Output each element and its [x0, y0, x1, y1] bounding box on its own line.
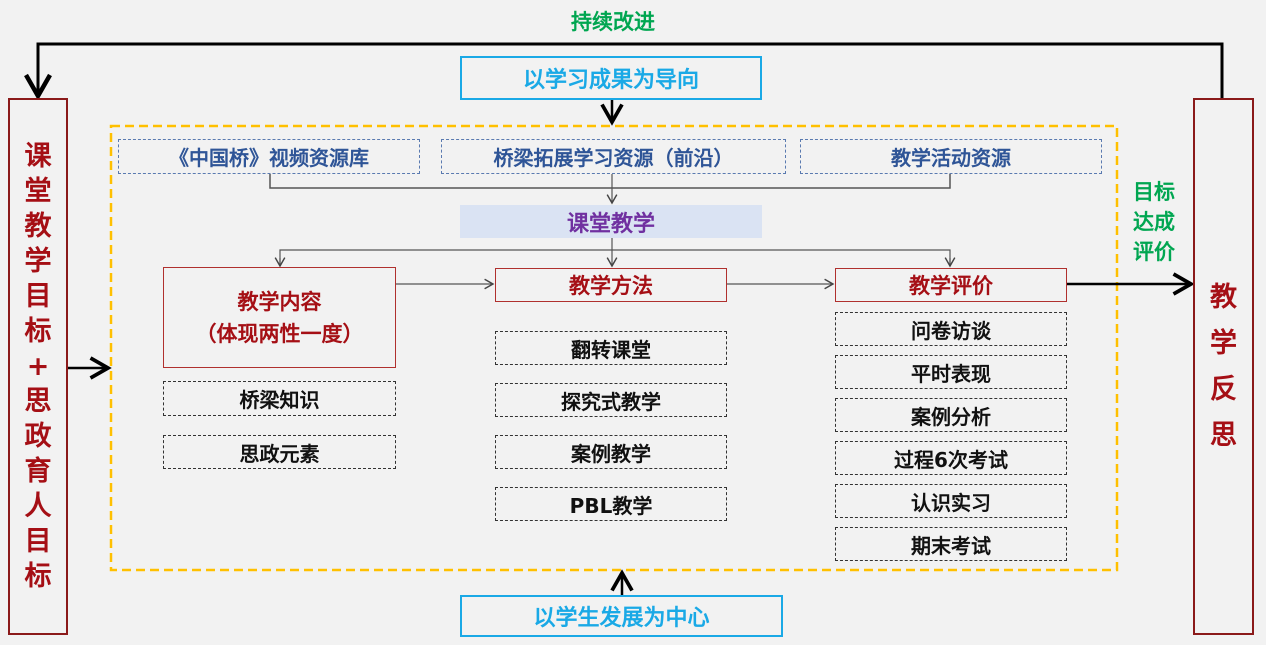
- method-item: PBL教学: [495, 487, 727, 521]
- resource-teaching-activity: 教学活动资源: [800, 139, 1102, 174]
- content-title: 教学内容: [237, 289, 322, 314]
- goal-char: 标: [24, 561, 52, 592]
- bottom-orientation-box: 以学生发展为中心: [460, 595, 783, 637]
- reflection-char: 学: [1210, 327, 1237, 359]
- methods-title: 教学方法: [495, 268, 727, 302]
- resource-video-library: 《中国桥》视频资源库: [118, 139, 420, 174]
- goal-char: 目: [24, 526, 52, 557]
- content-item: 思政元素: [163, 435, 396, 469]
- resource-extended-learning: 桥梁拓展学习资源（前沿）: [441, 139, 786, 174]
- feedback-label: 持续改进: [571, 10, 655, 34]
- goal-eval-line: 目标: [1133, 180, 1175, 204]
- goal-eval-line: 评价: [1133, 240, 1175, 264]
- evaluation-item: 期末考试: [835, 527, 1067, 561]
- goal-eval-line: 达成: [1133, 210, 1175, 234]
- goal-char: 堂: [24, 176, 52, 207]
- method-item: 案例教学: [495, 435, 727, 469]
- method-item: 翻转课堂: [495, 331, 727, 365]
- evaluation-item: 过程6次考试: [835, 441, 1067, 475]
- goal-char: +: [26, 351, 50, 382]
- goal-char: 标: [24, 316, 52, 347]
- right-reflection-box: 教学反思: [1193, 98, 1254, 635]
- left-goal-box: 课堂教学目标+思政育人目标: [8, 98, 68, 635]
- evaluation-item: 认识实习: [835, 484, 1067, 518]
- goal-char: 政: [24, 421, 52, 452]
- reflection-char: 反: [1210, 373, 1237, 405]
- evaluation-item: 问卷访谈: [835, 312, 1067, 346]
- goal-char: 育: [24, 456, 52, 487]
- goal-char: 课: [24, 141, 52, 172]
- evaluation-title: 教学评价: [835, 268, 1067, 302]
- goal-char: 目: [24, 281, 52, 312]
- goal-char: 学: [24, 246, 52, 277]
- goal-char: 思: [24, 386, 52, 417]
- goal-evaluation-label: 目标 达成 评价: [1120, 174, 1188, 270]
- evaluation-item: 案例分析: [835, 398, 1067, 432]
- evaluation-item: 平时表现: [835, 355, 1067, 389]
- top-orientation-box: 以学习成果为导向: [460, 56, 762, 100]
- content-subtitle: （体现两性一度）: [195, 321, 364, 346]
- content-box: 教学内容 （体现两性一度）: [163, 267, 396, 368]
- reflection-char: 教: [1210, 281, 1237, 313]
- course-teaching: 课堂教学: [460, 205, 762, 238]
- feedback-loop-arrow: [24, 42, 1224, 101]
- method-item: 探究式教学: [495, 383, 727, 417]
- goal-char: 教: [24, 211, 52, 242]
- content-item: 桥梁知识: [163, 381, 396, 416]
- goal-char: 人: [24, 491, 52, 522]
- reflection-char: 思: [1210, 419, 1237, 451]
